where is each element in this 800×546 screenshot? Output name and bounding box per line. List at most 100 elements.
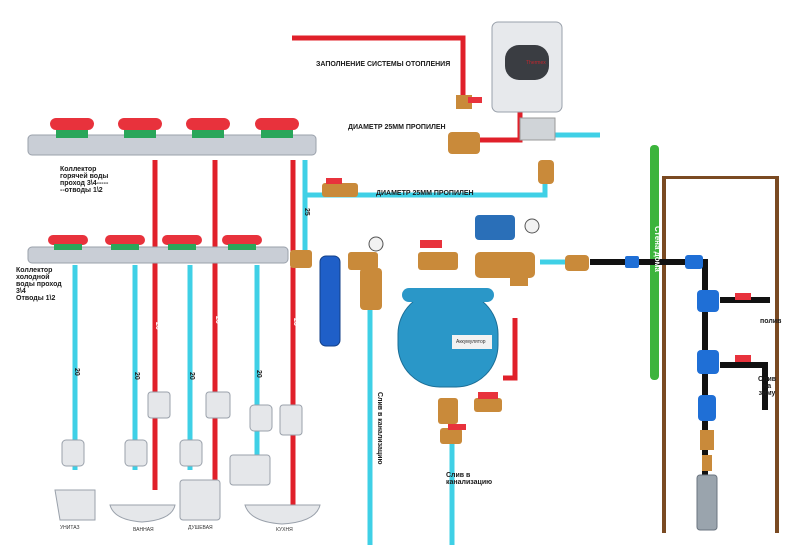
lower-drain-handle xyxy=(448,424,466,430)
well-fittings xyxy=(625,255,719,421)
well-supply-pipe xyxy=(590,259,770,520)
watering-valve-handle xyxy=(735,293,751,300)
wall-fitting xyxy=(625,256,639,268)
cold-riser-diameter: 25 xyxy=(303,208,310,216)
tank-hot-pipe xyxy=(503,318,518,381)
house-wall-label: Стена дома xyxy=(653,226,662,272)
hot-pipe-shower-diameter: 20 xyxy=(214,316,221,324)
kitchen-label: КУХНЯ xyxy=(276,527,293,533)
hot-pipe-kitchen-diameter: 25 xyxy=(292,318,299,326)
tank-side-valve-handle xyxy=(478,392,498,399)
cartridge-filter xyxy=(319,255,341,347)
tank-connector xyxy=(510,270,528,286)
cold-pipe-toilet-diameter: 20 xyxy=(73,368,80,376)
kitchen-filter xyxy=(229,454,271,486)
well-coupling xyxy=(698,395,716,421)
water-heater xyxy=(491,21,563,141)
well-left-wall xyxy=(662,178,666,533)
tank-label-plate xyxy=(452,335,492,349)
hydro-accumulator xyxy=(397,288,499,388)
well-elbow xyxy=(685,255,703,269)
hot-valve-2-cap xyxy=(124,130,156,138)
hot-valve-1 xyxy=(50,118,94,130)
pipe-25-top-label: ДИАМЕТР 25ММ ПРОПИЛЕН xyxy=(348,124,446,131)
toilet-valve xyxy=(61,439,85,467)
lower-drain-valve xyxy=(440,428,462,444)
drain-tee xyxy=(697,350,719,374)
cold-pipe-kitchen-diameter: 20 xyxy=(255,370,262,378)
hot-collector xyxy=(27,118,317,156)
cold-valve-2 xyxy=(105,235,145,245)
main-valve-handle xyxy=(420,240,442,248)
shower-label: ДУШЕВАЯ xyxy=(188,525,213,531)
pump-nipple xyxy=(702,455,712,471)
shower-valve xyxy=(179,439,203,467)
kitchen-sink xyxy=(244,504,321,525)
cold-valve-1-cap xyxy=(54,244,82,250)
tank-drain-valve xyxy=(438,398,458,424)
watering-tee xyxy=(697,290,719,312)
tank-pressure-gauge xyxy=(524,218,540,234)
tank-label: Аккумулятор xyxy=(456,339,486,345)
mid-ball-valve xyxy=(322,183,358,197)
tank-side-valve xyxy=(474,398,502,412)
toilet-label: УНИТАЗ xyxy=(60,525,80,531)
pipe-25-mid-label: ДИАМЕТР 25ММ ПРОПИЛЕН xyxy=(376,190,474,197)
strainer xyxy=(565,255,589,271)
well-top-line xyxy=(662,176,779,179)
hot-pipe-bath-diameter: 20 xyxy=(154,322,161,330)
heating-fill-label: ЗАПОЛНЕНИЕ СИСТЕМЫ ОТОПЛЕНИЯ xyxy=(316,61,451,68)
hot-collector-label: Коллектор горячей воды проход 3\4----- -… xyxy=(60,166,109,194)
safety-group xyxy=(519,117,556,141)
cold-valve-3 xyxy=(162,235,202,245)
watering-label: полив xyxy=(760,318,782,325)
drain-valve-handle xyxy=(735,355,751,362)
hot-valve-2 xyxy=(118,118,162,130)
heater-inlet-fitting xyxy=(538,160,554,184)
collector-inlet-tee xyxy=(290,250,312,268)
bath-label: ВАННАЯ xyxy=(133,527,154,533)
kitchen-hot-valve xyxy=(279,404,303,436)
cold-pipe-shower-diameter: 20 xyxy=(188,372,195,380)
drain-sewer-left-label: Слив в канализацию xyxy=(376,392,383,465)
fixtures xyxy=(54,391,321,525)
filter-outlet xyxy=(348,252,378,270)
drain-sewer-right-label: Слив в канализацию xyxy=(446,472,493,486)
submersible-pump xyxy=(696,474,718,531)
heater-panel xyxy=(505,45,549,80)
main-supply-line xyxy=(590,259,708,520)
bath-sink xyxy=(109,504,176,523)
heater-brand: Thermex xyxy=(526,60,546,66)
heater-valve-handle xyxy=(468,97,482,103)
mid-valve-handle xyxy=(326,178,342,184)
winter-drain-label: Слив на зиму xyxy=(758,376,777,397)
kitchen-valve xyxy=(249,404,273,432)
shower-hot-valve xyxy=(205,391,231,419)
heating-fill-pipe xyxy=(292,35,466,95)
hot-valve-3-cap xyxy=(192,130,224,138)
cold-collector xyxy=(27,235,289,264)
shower-cabin xyxy=(179,479,221,521)
hot-water-pipes xyxy=(152,35,523,515)
valve-handles xyxy=(326,97,751,430)
well-right-wall xyxy=(775,178,779,533)
winter-drain-line xyxy=(720,362,768,410)
bath-valve xyxy=(124,439,148,467)
tank-top xyxy=(402,288,494,302)
hot-collector-valves xyxy=(50,118,299,138)
cold-valve-1 xyxy=(48,235,88,245)
heater-tee xyxy=(448,132,480,154)
cold-valve-4-cap xyxy=(228,244,256,250)
bath-hot-valve xyxy=(147,391,171,419)
main-ball-valve xyxy=(418,252,458,270)
hot-valve-4-cap xyxy=(261,130,293,138)
hot-collector-body xyxy=(27,134,317,156)
brass-check xyxy=(700,430,714,450)
hot-valve-1-cap xyxy=(56,130,88,138)
pressure-switch xyxy=(475,215,515,240)
cold-valve-3-cap xyxy=(168,244,196,250)
cold-valve-4 xyxy=(222,235,262,245)
cold-pipe-bath-diameter: 20 xyxy=(133,372,140,380)
